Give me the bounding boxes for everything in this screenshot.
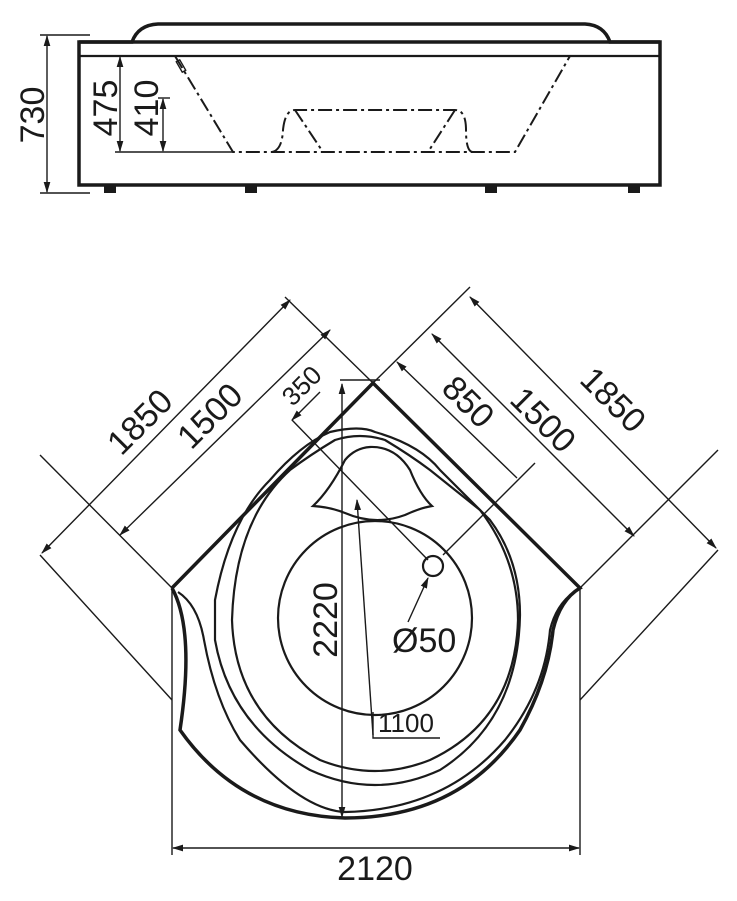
- dim-475-label: 475: [87, 80, 125, 137]
- tub-outer-outline: [170, 380, 583, 820]
- dim-1100-label: 1100: [378, 708, 434, 738]
- dim-1850-right-label: 1850: [573, 360, 653, 440]
- dim-1500-left-label: 1500: [170, 376, 250, 456]
- tub-lid-outline: [79, 22, 660, 44]
- dim-1500-right-label: 1500: [503, 380, 583, 460]
- dim-2220-label: 2220: [307, 582, 345, 658]
- drain-icon: [421, 554, 445, 578]
- dim-1850-left-label: 1850: [100, 382, 180, 462]
- tub-body: [77, 40, 662, 187]
- dim-drain-diameter-label: Ø50: [392, 622, 456, 660]
- feet: [104, 185, 640, 193]
- side-view: 730 475 410: [14, 22, 662, 194]
- inner-basin-hidden-lines: [174, 55, 571, 153]
- dim-850-label: 850: [434, 369, 501, 436]
- dim-730-label: 730: [14, 87, 52, 144]
- dim-410-label: 410: [128, 80, 166, 137]
- dim-350-label: 350: [276, 360, 328, 412]
- seat-circle: [276, 519, 474, 717]
- headrest: [310, 445, 435, 522]
- top-view: 1850 1500 350 850 1500 1850 2220 1100 Ø5…: [39, 286, 719, 888]
- dim-2120-label: 2120: [337, 850, 413, 888]
